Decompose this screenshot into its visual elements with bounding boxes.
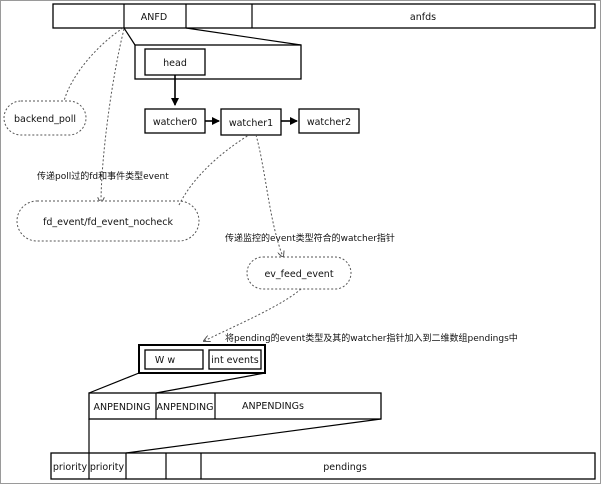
fd-event-node: fd_event/fd_event_nocheck bbox=[16, 200, 200, 242]
head-label: head bbox=[163, 58, 187, 69]
anpending-cell-2: ANPENDING bbox=[156, 402, 213, 413]
anpending-row: ANPENDING ANPENDING ANPENDINGs bbox=[88, 392, 382, 420]
watcher1-to-ev-feed-event-link bbox=[255, 134, 283, 257]
events-field-label: int events bbox=[211, 355, 258, 366]
pending-item: W w int events bbox=[138, 344, 266, 374]
anfds-cell-label: anfds bbox=[410, 12, 436, 23]
backend-poll-pill bbox=[3, 100, 87, 136]
anfd-row: ANFD anfds bbox=[52, 3, 596, 29]
ev-feed-event-to-pending-link bbox=[204, 288, 302, 341]
fd-event-pill bbox=[16, 200, 200, 242]
watcher1-box bbox=[220, 108, 282, 136]
w-field-label: W w bbox=[155, 355, 175, 366]
anfd-row-frame bbox=[52, 3, 596, 29]
anfd-detail: head bbox=[134, 44, 302, 80]
backend-poll-node: backend_poll bbox=[3, 100, 87, 136]
ev-feed-event-label: ev_feed_event bbox=[264, 269, 333, 280]
head-box bbox=[144, 48, 206, 76]
anfd-cell-label: ANFD bbox=[141, 12, 167, 23]
anpendings-cell: ANPENDINGs bbox=[242, 401, 304, 412]
watcher-chain: watcher0 watcher1 watcher2 bbox=[144, 108, 360, 136]
fd-event-to-watcher1-link bbox=[178, 134, 250, 206]
ev-feed-event-pill bbox=[246, 256, 352, 290]
fd-event-label: fd_event/fd_event_nocheck bbox=[43, 217, 173, 228]
ev-feed-event-node: ev_feed_event bbox=[246, 256, 352, 290]
note-pass-watcher: 传递监控的event类型符合的watcher指针 bbox=[225, 232, 395, 244]
note-pass-poll: 传递poll过的fd和事件类型event bbox=[37, 170, 169, 182]
pendings-row-frame bbox=[50, 452, 596, 480]
anfd-to-fd-event-link bbox=[101, 28, 125, 203]
zoom-line-right bbox=[185, 27, 302, 46]
watcher2-box bbox=[298, 108, 360, 134]
zoom-line-left bbox=[123, 27, 136, 46]
watcher0-label: watcher0 bbox=[153, 117, 197, 128]
pendings-row: priority priority pendings bbox=[50, 452, 596, 480]
pendings-cell: pendings bbox=[323, 462, 367, 473]
anpending-zoom-line-right bbox=[125, 418, 382, 454]
priority-cell-1: priority bbox=[53, 462, 88, 473]
w-field-box bbox=[144, 349, 204, 370]
events-field-box bbox=[208, 349, 262, 370]
priority-cell-2: priority bbox=[90, 462, 125, 473]
anpending-row-frame bbox=[88, 392, 382, 420]
watcher0-box bbox=[144, 108, 206, 134]
watcher1-label: watcher1 bbox=[229, 118, 273, 129]
note-add-pending: 将pending的event类型及其的watcher指针加入到二维数组pendi… bbox=[225, 332, 518, 344]
anpending-cell-1: ANPENDING bbox=[93, 402, 150, 413]
anfd-to-backend-poll-link bbox=[63, 27, 124, 102]
watcher2-label: watcher2 bbox=[307, 117, 351, 128]
pending-zoom-line-left bbox=[88, 372, 140, 394]
pending-zoom-line-right bbox=[155, 372, 266, 394]
backend-poll-label: backend_poll bbox=[14, 114, 76, 125]
